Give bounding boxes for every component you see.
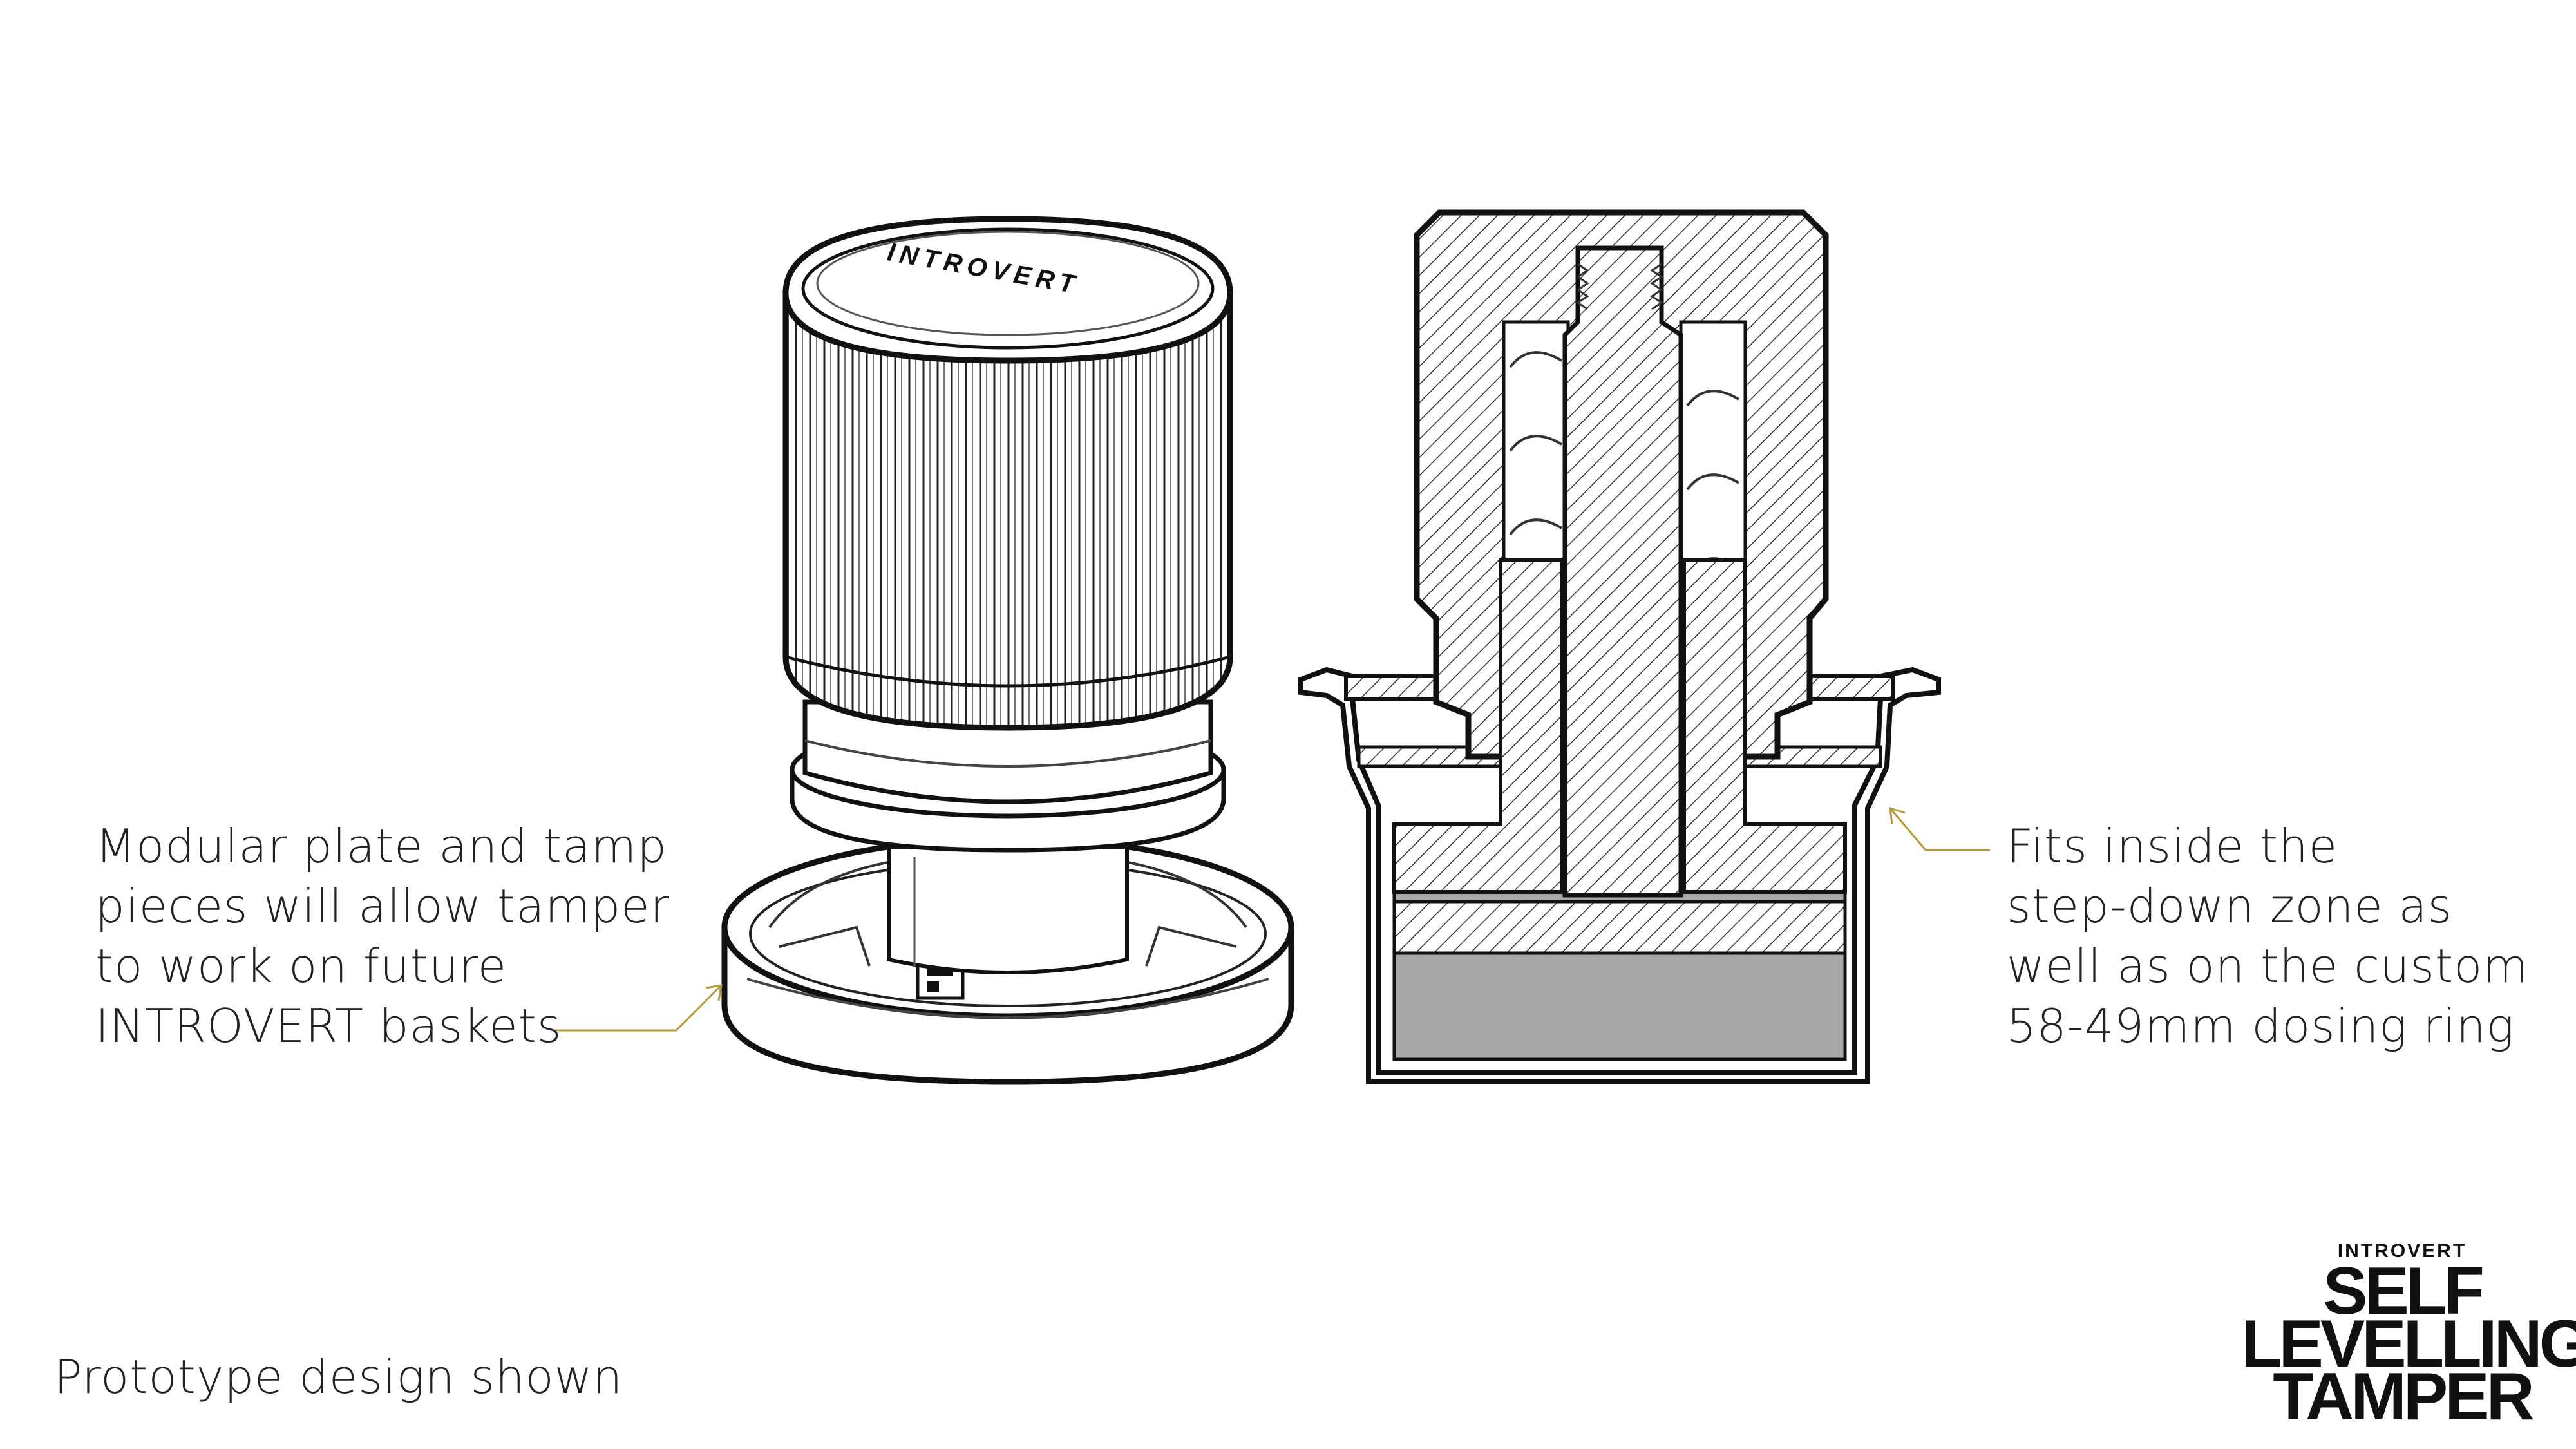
brand-title-line: LEVELLING <box>2241 1307 2576 1381</box>
caption-left-line: Modular plate and tamp <box>95 819 667 873</box>
brand-small-text: INTROVERT <box>2337 1240 2467 1262</box>
leader-line-left <box>554 984 723 1032</box>
caption-right-line: well as on the custom <box>2007 939 2529 993</box>
spring-coils <box>1509 351 1740 658</box>
tamper-cross-section-illustration <box>1298 209 1941 1084</box>
tamp-top-cap: INTROVERT <box>782 216 1233 364</box>
caption-left: Modular plate and tamp pieces will allow… <box>95 817 670 1056</box>
brand-title-line: SELF <box>2323 1254 2485 1329</box>
coffee-puck-layer-lower <box>1392 951 1847 1061</box>
caption-right: Fits inside the step-down zone as well a… <box>2007 817 2528 1056</box>
caption-left-line: pieces will allow tamper <box>95 879 670 933</box>
caption-right-line: step-down zone as <box>2007 879 2453 933</box>
caption-right-line: Fits inside the <box>2007 819 2338 873</box>
tamp-collar <box>790 699 1226 853</box>
tamp-knurled-handle <box>782 290 1233 731</box>
central-shaft <box>1562 245 1683 898</box>
leader-arrowhead-left <box>705 984 723 1001</box>
tamp-plate-layer <box>1392 900 1847 955</box>
footnote: Prototype design shown <box>54 1350 623 1404</box>
section-hub <box>1392 558 1847 894</box>
leader-line-right <box>1889 808 1990 851</box>
tamp-stem <box>887 845 1129 974</box>
brand-title-line: TAMPER <box>2273 1359 2534 1434</box>
caption-left-line: INTROVERT baskets <box>95 999 562 1053</box>
dosing-ring-outline <box>1298 667 1941 1084</box>
caption-left-line: to work on future <box>95 939 507 993</box>
shaft-thread <box>1576 263 1663 310</box>
caption-right-line: 58-49mm dosing ring <box>2007 999 2515 1053</box>
tamper-exterior-illustration: INTROVERT <box>721 216 1294 1085</box>
brand-logo: INTROVERT SELF LEVELLING TAMPER <box>2241 1240 2576 1434</box>
leader-arrowhead-right <box>1889 806 1906 825</box>
